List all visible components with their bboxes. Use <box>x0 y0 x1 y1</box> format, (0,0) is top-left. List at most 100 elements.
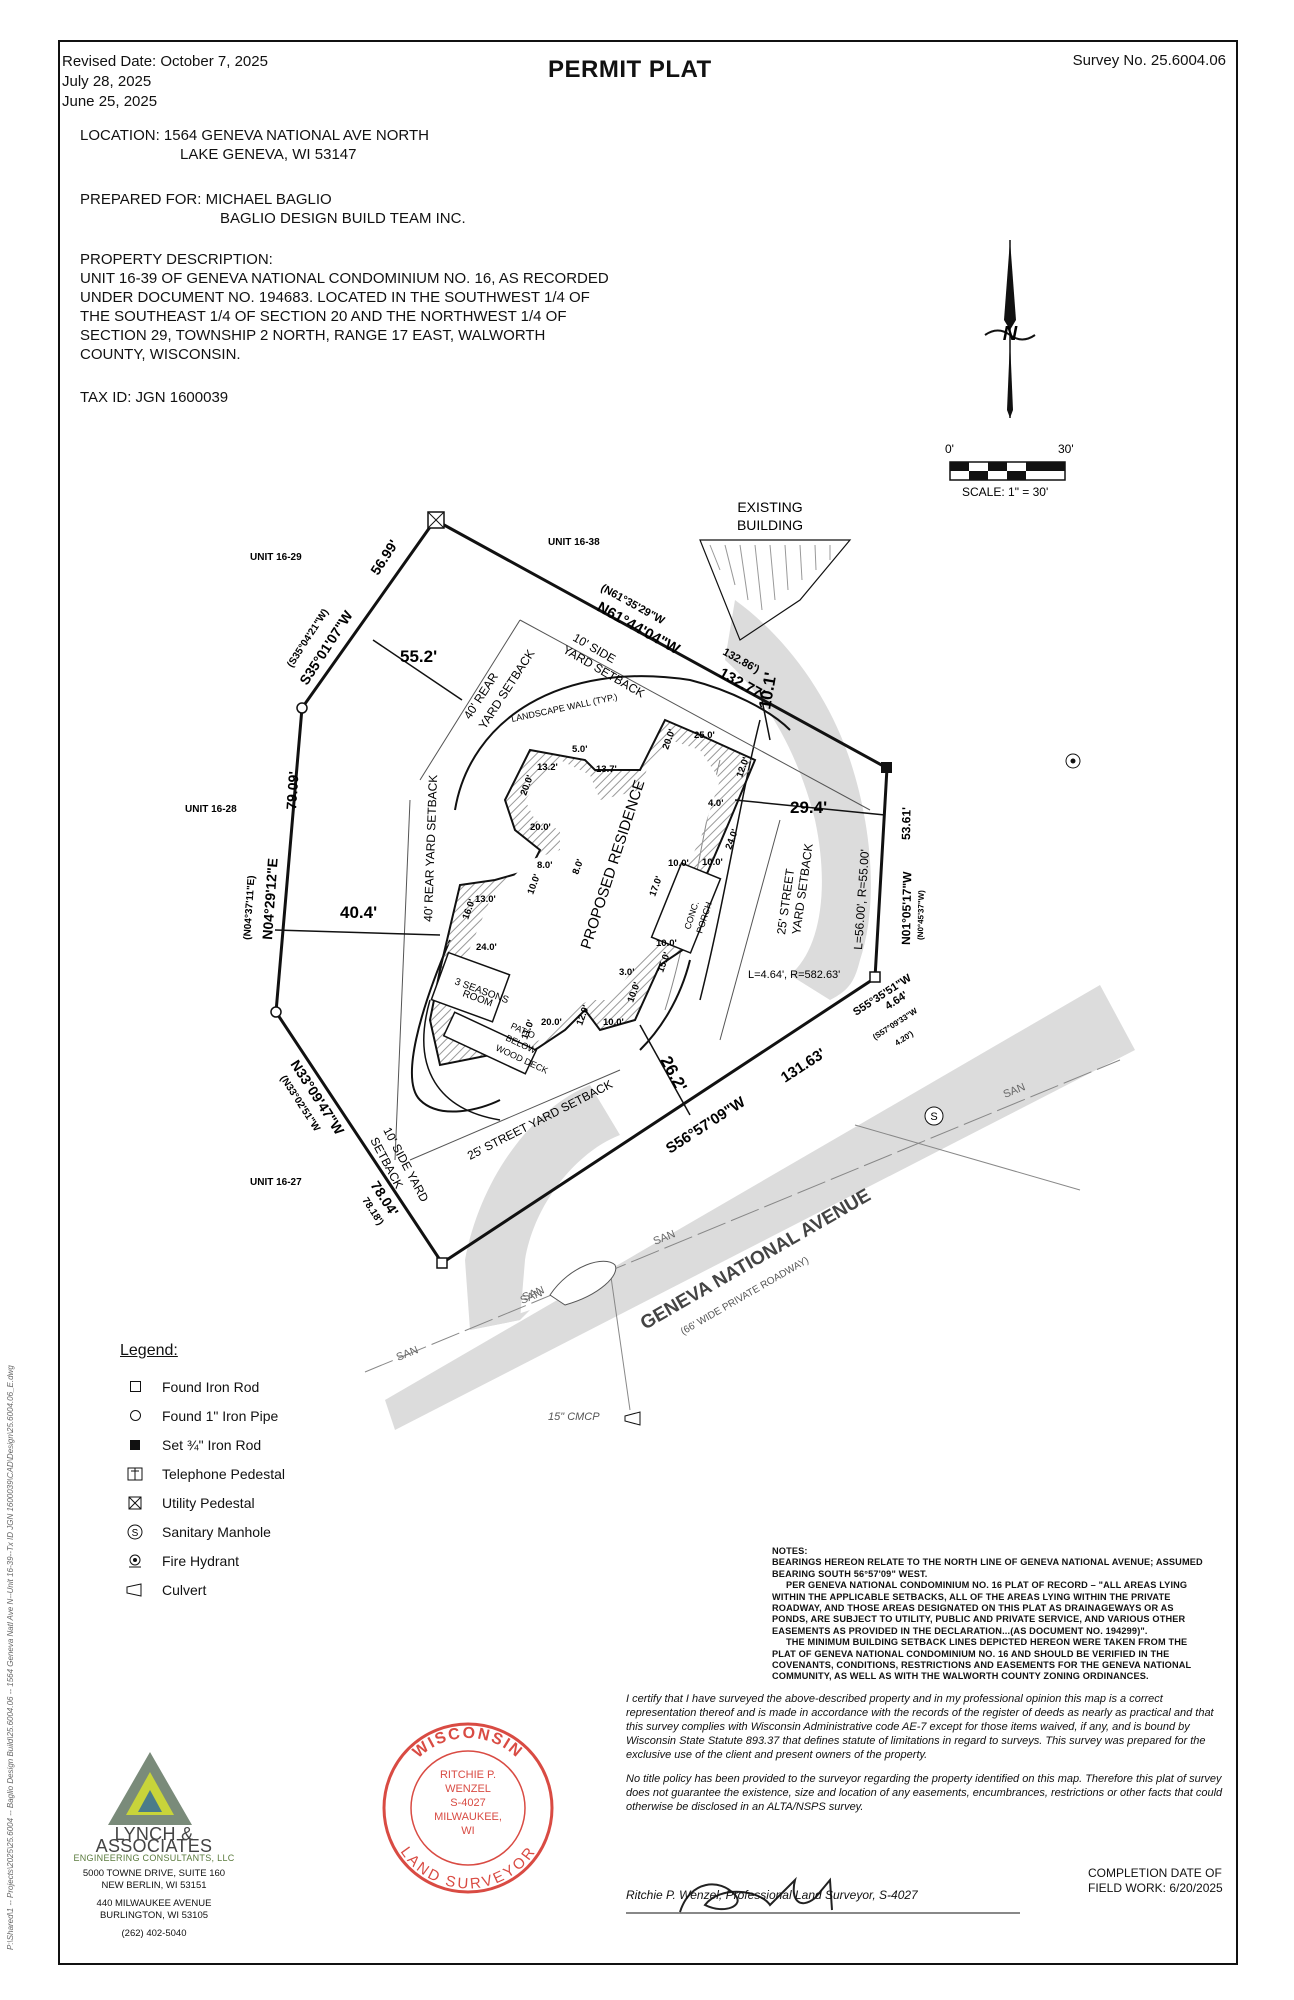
set-iron-rod-icon <box>881 762 892 773</box>
telephone-pedestal-icon <box>120 1464 150 1484</box>
culvert-icon <box>624 1411 641 1426</box>
seal-top: WISCONSIN <box>410 1725 524 1762</box>
tax-id: TAX ID: JGN 1600039 <box>80 389 229 406</box>
existing-building-label: BUILDING <box>737 517 803 533</box>
scale-zero: 0' <box>945 442 954 456</box>
completion-date: COMPLETION DATE OF FIELD WORK: 6/20/2025 <box>1088 1866 1223 1896</box>
legend-item: S Sanitary Manhole <box>120 1517 285 1546</box>
legend-item: Found Iron Rod <box>120 1372 285 1401</box>
culvert-label: 15" CMCP <box>548 1411 600 1423</box>
scale-label: SCALE: 1" = 30' <box>962 485 1048 499</box>
building-dim: 4.0' <box>708 798 723 809</box>
location-line-1: LOCATION: 1564 GENEVA NATIONAL AVE NORTH <box>80 127 429 144</box>
legend-item: Fire Hydrant <box>120 1546 285 1575</box>
legend-item: Found 1" Iron Pipe <box>120 1401 285 1430</box>
building-dim: 13.2' <box>537 762 558 773</box>
legend-label: Telephone Pedestal <box>162 1465 285 1482</box>
legend-label: Found 1" Iron Pipe <box>162 1407 279 1424</box>
revision-date-2: July 28, 2025 <box>62 73 152 90</box>
prepared-line-2: BAGLIO DESIGN BUILD TEAM INC. <box>220 210 466 227</box>
utility-pedestal-icon <box>120 1493 150 1513</box>
south-line-distance: 131.63' <box>778 1045 829 1086</box>
unit-label: UNIT 16-29 <box>250 552 302 563</box>
revision-dates: Revised Date: October 7, 2025 July 28, 2… <box>62 52 268 112</box>
legend-label: Culvert <box>162 1581 207 1598</box>
note-paragraph: BEARINGS HEREON RELATE TO THE NORTH LINE… <box>772 1557 1203 1579</box>
found-iron-pipe-icon <box>120 1406 150 1426</box>
svg-text:LAND SURVEYOR: LAND SURVEYOR <box>397 1844 539 1893</box>
legend-label: Sanitary Manhole <box>162 1523 271 1540</box>
seal-bottom: LAND SURVEYOR <box>397 1844 538 1893</box>
legend-title: Legend: <box>120 1342 178 1359</box>
building-dim: 8.0' <box>537 860 552 871</box>
note-paragraph: THE MINIMUM BUILDING SETBACK LINES DEPIC… <box>772 1637 1192 1682</box>
legend-label: Set ¾" Iron Rod <box>162 1436 262 1453</box>
note-paragraph: PER GENEVA NATIONAL CONDOMINIUM NO. 16 P… <box>772 1580 1188 1636</box>
legend-label: Fire Hydrant <box>162 1552 240 1569</box>
east-line-record: (N0°45'37"W) <box>916 890 926 940</box>
rear-setback-label: 40' REAR YARD SETBACK <box>421 774 440 922</box>
north-label: N <box>1003 323 1018 345</box>
three-seasons-room <box>430 951 511 1023</box>
legend-item: Utility Pedestal <box>120 1488 285 1517</box>
company-subtitle: ENGINEERING CONSULTANTS, LLC <box>73 1853 235 1863</box>
scale-bar: 0' 30' SCALE: 1" = 30' <box>945 442 1074 499</box>
certification-paragraph: No title policy has been provided to the… <box>626 1773 1223 1813</box>
legend: Legend: Found Iron Rod Found 1" Iron Pip… <box>120 1342 285 1604</box>
patio-deck <box>442 1011 538 1075</box>
building-dim: 10.0' <box>702 857 723 868</box>
company-phone: (262) 402-5040 <box>121 1928 187 1939</box>
seal-line: S-4027 <box>450 1797 485 1809</box>
building-dim: 24.0' <box>476 942 497 953</box>
company-address: BURLINGTON, WI 53105 <box>99 1910 209 1921</box>
property-description: PROPERTY DESCRIPTION: UNIT 16-39 OF GENE… <box>80 250 609 364</box>
certification: I certify that I have surveyed the above… <box>626 1692 1226 1814</box>
location-block: LOCATION: 1564 GENEVA NATIONAL AVE NORTH… <box>80 126 429 164</box>
property-line: THE SOUTHEAST 1/4 OF SECTION 20 AND THE … <box>80 308 567 325</box>
building-dim: 3.0' <box>619 967 634 978</box>
building-dim: 10.0' <box>656 938 677 949</box>
sanitary-manhole-icon: S <box>924 1106 944 1126</box>
nw-line-distance: 56.99' <box>367 537 401 578</box>
legend-item: Culvert <box>120 1575 285 1604</box>
revised-date: Revised Date: October 7, 2025 <box>62 53 268 70</box>
east-offset: 29.4' <box>790 798 827 817</box>
legend-label: Utility Pedestal <box>162 1494 255 1511</box>
seal-line: WI <box>461 1825 474 1837</box>
unit-label: UNIT 16-28 <box>185 804 237 815</box>
found-iron-rod-icon <box>427 511 881 1269</box>
property-line: UNIT 16-39 OF GENEVA NATIONAL CONDOMINIU… <box>80 270 609 287</box>
building-dim: 8.0' <box>570 858 586 876</box>
plat-sheet <box>58 40 1238 1965</box>
notes-title: NOTES: <box>772 1546 808 1556</box>
existing-building-label: EXISTING <box>737 499 802 515</box>
property-line: COUNTY, WISCONSIN. <box>80 346 241 363</box>
found-iron-pipe-icon <box>270 702 308 1018</box>
seal-line: WENZEL <box>445 1783 491 1795</box>
building-dim: 10.0' <box>603 1017 624 1028</box>
unit-label: UNIT 16-27 <box>250 1177 302 1188</box>
svg-text:S: S <box>132 1528 139 1539</box>
surveyor-seal: WISCONSIN LAND SURVEYOR RITCHIE P. WENZE… <box>382 1722 554 1894</box>
street-offset: 26.2' <box>656 1053 690 1095</box>
east-line-distance: 53.61' <box>899 807 914 840</box>
property-line: UNDER DOCUMENT NO. 194683. LOCATED IN TH… <box>80 289 590 306</box>
culvert-icon <box>120 1580 150 1600</box>
south-line-bearing: S56°57'09"W <box>663 1093 749 1157</box>
seal-line: RITCHIE P. <box>440 1769 496 1781</box>
fire-hydrant-icon <box>1065 753 1081 769</box>
surveyor-signature <box>626 1876 1020 1914</box>
prepared-block: PREPARED FOR: MICHAEL BAGLIO BAGLIO DESI… <box>80 190 466 228</box>
sanitary-label: SAN <box>395 1344 421 1364</box>
certification-paragraph: I certify that I have surveyed the above… <box>626 1693 1214 1761</box>
sanitary-manhole-icon: S <box>120 1522 150 1542</box>
east-line-bearing: N01°05'17"W <box>899 871 914 945</box>
curve-label: L=4.64', R=582.63' <box>748 969 840 981</box>
company-logo <box>108 1752 192 1825</box>
revision-date-3: June 25, 2025 <box>62 93 158 110</box>
company-address: 5000 TOWNE DRIVE, SUITE 160 <box>82 1868 226 1879</box>
building-dim: 13.0' <box>475 894 496 905</box>
building-dim: 20.0' <box>530 822 551 833</box>
survey-number: Survey No. 25.6004.06 <box>1072 52 1226 69</box>
completion-line: COMPLETION DATE OF <box>1088 1866 1222 1880</box>
